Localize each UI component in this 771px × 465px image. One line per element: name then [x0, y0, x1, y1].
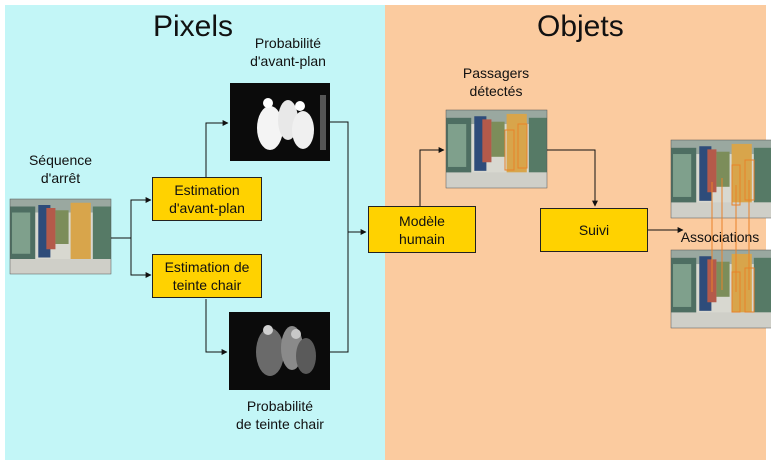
association-image-bottom	[670, 249, 771, 329]
detected-passengers-image	[445, 109, 548, 189]
arrow-foreground-to-model	[330, 121, 367, 235]
arrow-to-suivi	[547, 149, 598, 207]
skin-probability-image	[229, 312, 330, 390]
associations-label: Associations	[680, 229, 760, 245]
line-skin-to-model	[330, 232, 349, 353]
arrow-to-foreground-image	[205, 120, 229, 178]
tracking-box: Suivi	[540, 208, 648, 252]
objets-title: Objets	[537, 10, 624, 43]
association-links	[711, 178, 750, 292]
arrow-to-foreground-estimation	[111, 197, 152, 239]
pixels-title: Pixels	[153, 10, 234, 43]
arrow-to-passengers-image	[419, 147, 445, 206]
arrow-to-skin-image	[205, 299, 228, 355]
association-image-top	[670, 139, 771, 219]
arrow-to-skin-estimation	[130, 238, 152, 278]
sequence-image	[9, 198, 112, 275]
foreground-probability-image	[230, 83, 330, 161]
